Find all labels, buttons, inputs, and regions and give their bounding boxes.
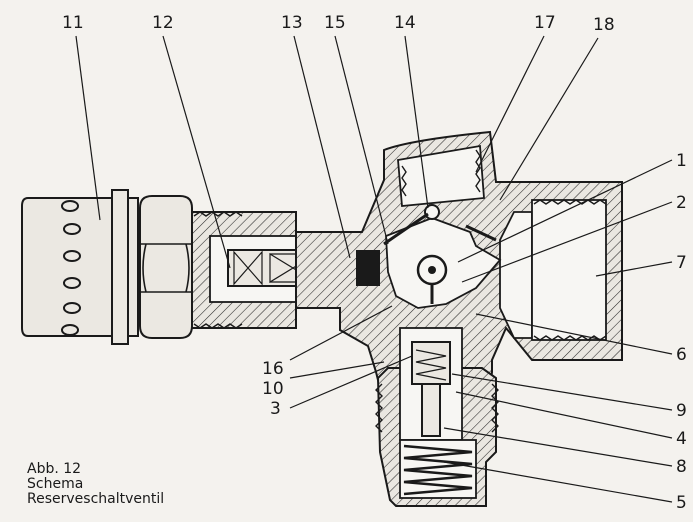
label-7: 7 (676, 253, 687, 273)
caption-schema: Schema (27, 476, 84, 492)
label-9: 9 (676, 401, 687, 421)
label-13: 13 (281, 13, 303, 33)
label-3: 3 (270, 399, 281, 419)
label-4: 4 (676, 429, 687, 449)
figure-caption: Abb. 12 Schema Reserveschaltventil (27, 462, 164, 507)
cartridge (375, 327, 499, 507)
label-11: 11 (62, 13, 84, 33)
hex-nut (139, 195, 193, 339)
label-17: 17 (534, 13, 556, 33)
label-5: 5 (676, 493, 687, 513)
label-6: 6 (676, 345, 687, 365)
label-16: 16 (262, 359, 284, 379)
label-1: 1 (676, 151, 687, 171)
caption-title: Reserveschaltventil (27, 491, 165, 507)
part-labels: 11 12 13 15 14 17 18 1 2 7 6 9 4 8 5 16 … (62, 13, 687, 513)
leader-lines (75, 35, 673, 503)
label-15: 15 (324, 13, 346, 33)
caption-figure-number: Abb. 12 (27, 461, 82, 477)
label-14: 14 (394, 13, 416, 33)
valve-body (295, 130, 623, 421)
knob (21, 189, 139, 345)
label-2: 2 (676, 193, 687, 213)
label-10: 10 (262, 379, 284, 399)
label-12: 12 (152, 13, 174, 33)
label-18: 18 (593, 15, 615, 35)
label-8: 8 (676, 457, 687, 477)
